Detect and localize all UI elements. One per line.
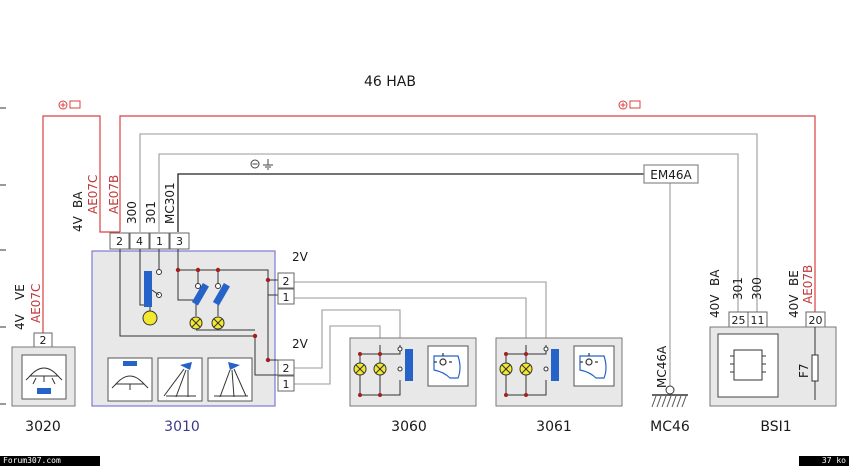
label-3061: 3061 — [536, 419, 572, 435]
ground-wire — [177, 173, 645, 232]
switch-b — [191, 282, 209, 306]
bsi-ba-labels: 40V BA 301 300 — [708, 269, 764, 318]
c3010-top-labels: 4V BA AE07C AE07B 300 301 MC301 — [71, 175, 177, 232]
bsi-ba-color: BA — [708, 269, 722, 286]
footer-source: Forum307.com — [0, 456, 100, 466]
wire-300 — [139, 133, 758, 312]
diagram-title: 46 HAB — [364, 74, 416, 90]
mc46a-label: MC46A — [655, 345, 669, 388]
vanity-light-icon — [579, 353, 607, 379]
label-mc46: MC46 — [650, 419, 690, 435]
label-bsi1: BSI1 — [760, 419, 791, 435]
c3010-top-connector: 2 4 1 3 — [109, 232, 190, 250]
component-3061 — [495, 337, 623, 407]
c3010-pin-2: 1 — [156, 235, 163, 248]
c3010-right-b-pin-0: 2 — [283, 362, 290, 375]
bsi-pin-20: 20 — [809, 314, 823, 327]
switch-a — [144, 271, 152, 307]
c3020-labels: 4V VE AE07C — [13, 284, 43, 330]
wire-ae07c — [42, 115, 120, 333]
wire-3010-out2a — [294, 281, 547, 345]
c3010-pin-1: 4 — [136, 235, 143, 248]
bsi-ba-ways: 40V — [708, 294, 722, 318]
component-3020: 2 — [11, 332, 76, 407]
lamp-icon — [25, 367, 63, 385]
component-3060 — [349, 337, 477, 407]
c3020-ways: 4V — [13, 313, 27, 330]
label-3020: 3020 — [25, 419, 61, 435]
bsi-be-labels: 40V BE AE07B — [787, 265, 815, 318]
plus-batt-right-symbol — [618, 100, 641, 110]
c3010-color: BA — [71, 191, 85, 208]
c3010-wire-ae07c: AE07C — [86, 175, 100, 214]
wire-3010-out1b — [294, 325, 381, 385]
c3010-pin-0: 2 — [116, 235, 123, 248]
em46a-label: EM46A — [650, 168, 692, 182]
c3010-wire-301: 301 — [144, 201, 158, 224]
fuse-label: F7 — [797, 363, 811, 378]
ground-symbol — [250, 159, 273, 170]
footer-filesize: 37 ko — [799, 456, 849, 466]
bsi-wire-301: 301 — [731, 277, 745, 300]
wire-3010-out2b — [294, 309, 401, 369]
wire-ae07b — [119, 115, 816, 312]
vanity-light-icon — [433, 353, 461, 379]
c3010-right-a-pin-0: 2 — [283, 275, 290, 288]
chip-icon — [730, 349, 766, 381]
c3010-pin-3: 3 — [176, 235, 183, 248]
bsi-pin-11: 11 — [751, 314, 765, 327]
component-bsi1: F7 — [709, 326, 837, 407]
component-3010 — [91, 249, 278, 407]
c3010-right-b-pin-1: 1 — [283, 378, 290, 391]
wiring-diagram: 46 HAB — [0, 74, 837, 435]
label-3010: 3010 — [164, 419, 200, 435]
bsi-wire-ae07b: AE07B — [801, 265, 815, 304]
c3020-color: VE — [13, 284, 27, 300]
c3010-ways: 4V — [71, 215, 85, 232]
fuse-icon — [811, 327, 819, 400]
positive-wires — [42, 115, 816, 333]
ceiling-lamp-icon — [111, 361, 149, 390]
c3010-right-a-pin-1: 1 — [283, 291, 290, 304]
bsi-be-ways: 40V — [787, 294, 801, 318]
plus-batt-left-symbol — [58, 100, 81, 110]
c3010-right-b: 2V 2 1 — [277, 337, 309, 392]
label-3060: 3060 — [391, 419, 427, 435]
bsi-be-color: BE — [787, 270, 801, 286]
bsi-connectors: 25 11 20 — [728, 311, 826, 328]
margin-ticks — [0, 107, 6, 405]
wire-3010-out1a — [294, 297, 527, 345]
c3010-right-a-ways: 2V — [292, 250, 309, 264]
component-mc46: MC46A — [651, 345, 688, 408]
bsi-pin-25: 25 — [732, 314, 746, 327]
c3020-pin: 2 — [40, 334, 47, 347]
signal-wires — [139, 133, 758, 390]
wire-301 — [158, 153, 739, 312]
reading-lamp-left-icon — [163, 362, 196, 398]
reading-lamp-right-icon — [214, 362, 248, 398]
c3010-right-b-ways: 2V — [292, 337, 309, 351]
c3010-wire-mc301: MC301 — [163, 182, 177, 224]
bsi-wire-300: 300 — [750, 277, 764, 300]
switch-c — [212, 282, 230, 306]
c3010-wire-ae07b: AE07B — [107, 175, 121, 214]
c3010-right-a: 2V 2 1 — [277, 250, 309, 305]
c3010-wire-300: 300 — [125, 201, 139, 224]
c3020-wire: AE07C — [29, 284, 43, 323]
em46a-connector: EM46A — [643, 164, 699, 184]
